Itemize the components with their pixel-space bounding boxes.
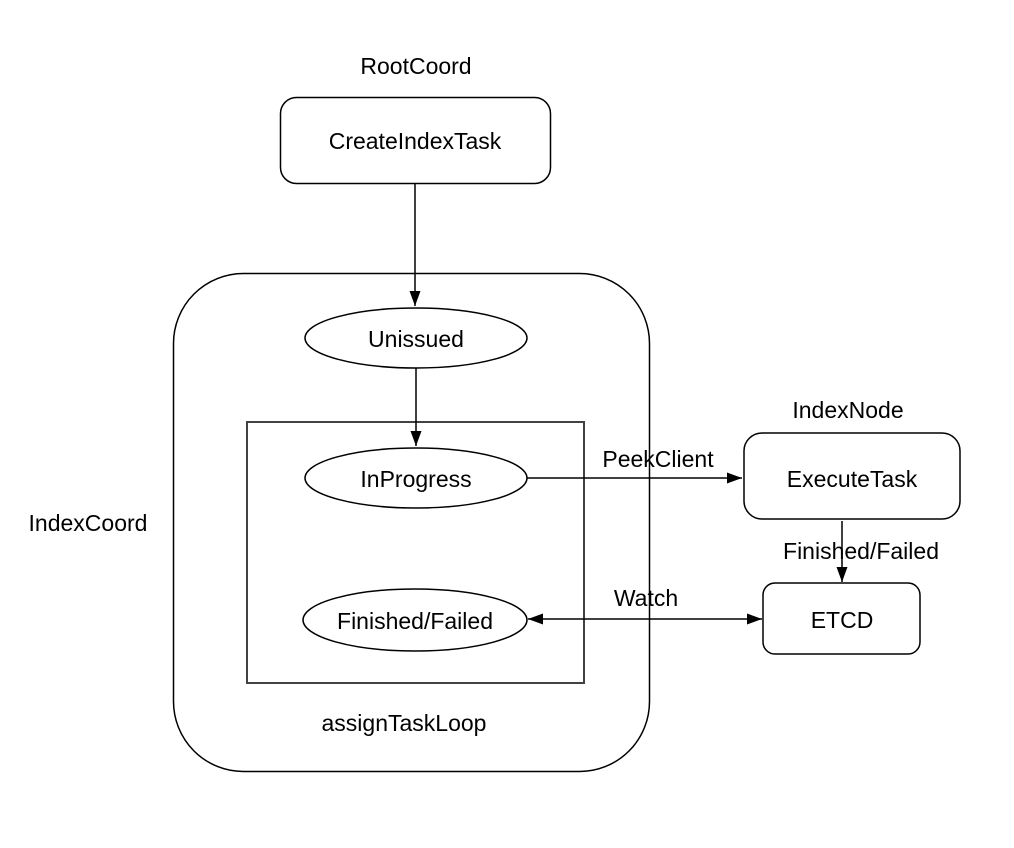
root-coord-label: RootCoord [360, 53, 471, 79]
etcd-box [762, 582, 921, 655]
finished-failed-state-label: Finished/Failed [337, 608, 493, 634]
finished-failed-edge-label: Finished/Failed [783, 538, 939, 564]
assign-task-loop-label: assignTaskLoop [322, 710, 487, 736]
execute-task-box [743, 432, 961, 520]
in-progress-label: InProgress [360, 466, 471, 492]
etcd-label: ETCD [811, 607, 874, 633]
in-progress-ellipse [304, 447, 528, 509]
finished-failed-ellipse [302, 588, 528, 652]
peek-client-edge-label: PeekClient [602, 446, 714, 472]
create-index-task-box [279, 96, 552, 185]
unissued-label: Unissued [368, 326, 464, 352]
index-coord-container [172, 272, 651, 773]
execute-task-label: ExecuteTask [787, 466, 918, 492]
watch-edge-label: Watch [614, 585, 678, 611]
index-coord-label: IndexCoord [29, 510, 148, 536]
unissued-ellipse [304, 307, 528, 369]
create-index-task-label: CreateIndexTask [329, 128, 502, 154]
index-node-label: IndexNode [792, 397, 903, 423]
